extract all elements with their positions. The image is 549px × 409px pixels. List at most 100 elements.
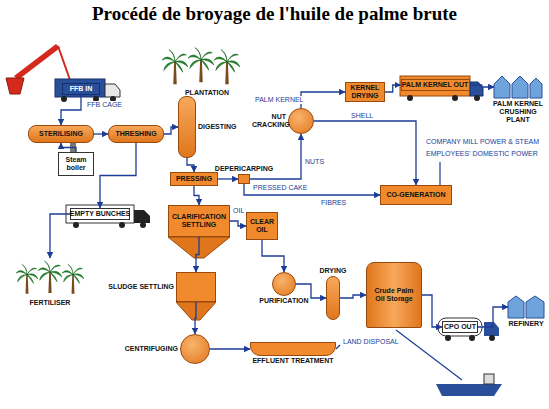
truck-cab	[470, 82, 483, 96]
process-box: CLEAR OIL	[246, 212, 278, 240]
node-label: CPO OUT	[444, 323, 476, 331]
node-label: PLANTATION	[185, 89, 229, 97]
flow-arrow	[194, 186, 199, 205]
flow-label: OIL	[232, 207, 245, 215]
kernel-truck	[400, 76, 483, 101]
flow-arrow	[301, 92, 345, 108]
node-label: PALM KERNEL CRUSHING PLANT	[490, 100, 546, 124]
power-line	[439, 162, 440, 185]
truck-cab	[105, 84, 120, 97]
note-label: COMPANY MILL POWER & STEAM	[425, 138, 540, 146]
flow-arrow	[218, 178, 238, 179]
node-label: KERNEL DRYING	[348, 84, 382, 100]
flow-arrow	[210, 348, 250, 349]
node-label: EFFLUENT TREATMENT	[252, 357, 333, 365]
cpo-truck	[438, 318, 499, 341]
process-box: FFB IN	[62, 83, 100, 95]
flow-arrow	[470, 85, 495, 87]
wheel	[452, 95, 458, 101]
node-label: CENTRIFUGING	[125, 345, 178, 353]
palm-tree	[162, 50, 188, 85]
refinery-buildings	[508, 296, 544, 318]
flow-arrow	[164, 127, 178, 134]
node-label: Crude Palm Oil Storage	[369, 287, 419, 303]
node-label: SLUDGE SETTLING	[108, 283, 174, 291]
flow-label: NUTS	[304, 158, 325, 166]
node-label: DIGESTING	[198, 123, 237, 131]
process-box: DEPERICARPING	[238, 174, 250, 184]
flow-arrow	[340, 295, 366, 298]
node-label: NUT CRACKING	[252, 113, 286, 129]
flow-arrow	[94, 133, 108, 134]
palm-tree	[16, 264, 38, 293]
process-box: STERILISING	[28, 125, 94, 143]
node-label: FFB IN	[70, 85, 93, 93]
process-box: CLARIFICATIONSETTLING	[168, 205, 230, 237]
flow-arrow	[230, 221, 246, 226]
process-circle: NUT CRACKING	[288, 108, 314, 134]
node-label: CLARIFICATION	[172, 213, 226, 221]
node-label: PURIFICATION	[259, 297, 308, 305]
tanker	[438, 318, 482, 336]
flow-arrow	[61, 143, 76, 152]
process-box: KERNEL DRYING	[345, 82, 385, 102]
node-label: FERTILISER	[30, 299, 71, 307]
process-box: Steam boiler	[58, 152, 94, 176]
ffb-truck	[55, 79, 120, 102]
flow-arrow	[195, 302, 196, 334]
flow-label: SHELL	[350, 112, 374, 120]
flow-label: PRESSED CAKE	[252, 184, 308, 192]
flow-arrow	[478, 307, 508, 327]
node-label: CO-GENERATION	[387, 191, 446, 199]
node-area: PALM KERNEL CRUSHING PLANT	[494, 76, 542, 98]
node-label: PRESSING	[176, 175, 212, 183]
ship-cabin	[484, 374, 494, 384]
process-box: EFFLUENT TREATMENT	[250, 342, 336, 356]
truck-body	[400, 76, 470, 96]
wheel	[61, 96, 67, 102]
palm-tree	[38, 261, 62, 293]
wheel	[119, 222, 125, 228]
note-label: EMPLOYEES' DOMESTIC POWER	[425, 150, 539, 158]
flow-arrow	[250, 134, 301, 179]
palm-tree	[62, 264, 84, 293]
process-box: Crude Palm Oil Storage	[366, 262, 422, 328]
process-box: CO-GENERATION	[380, 185, 452, 205]
flow-arrow	[314, 121, 416, 185]
flow-arrow	[244, 184, 380, 195]
process-box: PRESSING	[170, 172, 218, 186]
node-label: DRYING	[320, 267, 347, 275]
process-box: EMPTY BUNCHES	[70, 208, 130, 220]
node-label: PALM KERNEL OUT	[402, 81, 469, 89]
process-circle: PURIFICATION	[272, 272, 296, 296]
node-label: Steam boiler	[61, 156, 91, 172]
flow-label: FFB CAGE	[86, 101, 123, 109]
process-box: DRYING	[326, 276, 340, 320]
disposal-line	[336, 345, 340, 349]
note-label: LAND DISPOSAL	[342, 338, 400, 346]
process-box: PALM KERNEL OUT	[401, 79, 470, 91]
wheel	[489, 335, 495, 341]
flow-arrow	[422, 295, 442, 327]
node-label: THRESHING	[115, 130, 156, 138]
node-label: REFINERY	[508, 320, 543, 328]
crushing-plant-buildings	[494, 76, 542, 98]
wheel	[445, 335, 451, 341]
ship-hull	[436, 384, 502, 396]
flow-arrow	[187, 158, 194, 172]
node-area: REFINERY	[508, 296, 544, 318]
flow-label: PALM KERNEL	[254, 96, 305, 104]
node-label: STERILISING	[39, 130, 83, 138]
truck-cab	[134, 210, 150, 223]
crane-post	[58, 46, 70, 80]
wheel	[140, 222, 146, 228]
truck-body	[55, 79, 105, 97]
process-box: CPO OUT	[442, 321, 478, 333]
flow-label: FIBRES	[320, 199, 347, 207]
node-label: EMPTY BUNCHES	[70, 210, 131, 218]
crane-arm	[14, 44, 60, 80]
flow-arrow	[196, 237, 199, 272]
bunch-truck	[66, 205, 150, 228]
